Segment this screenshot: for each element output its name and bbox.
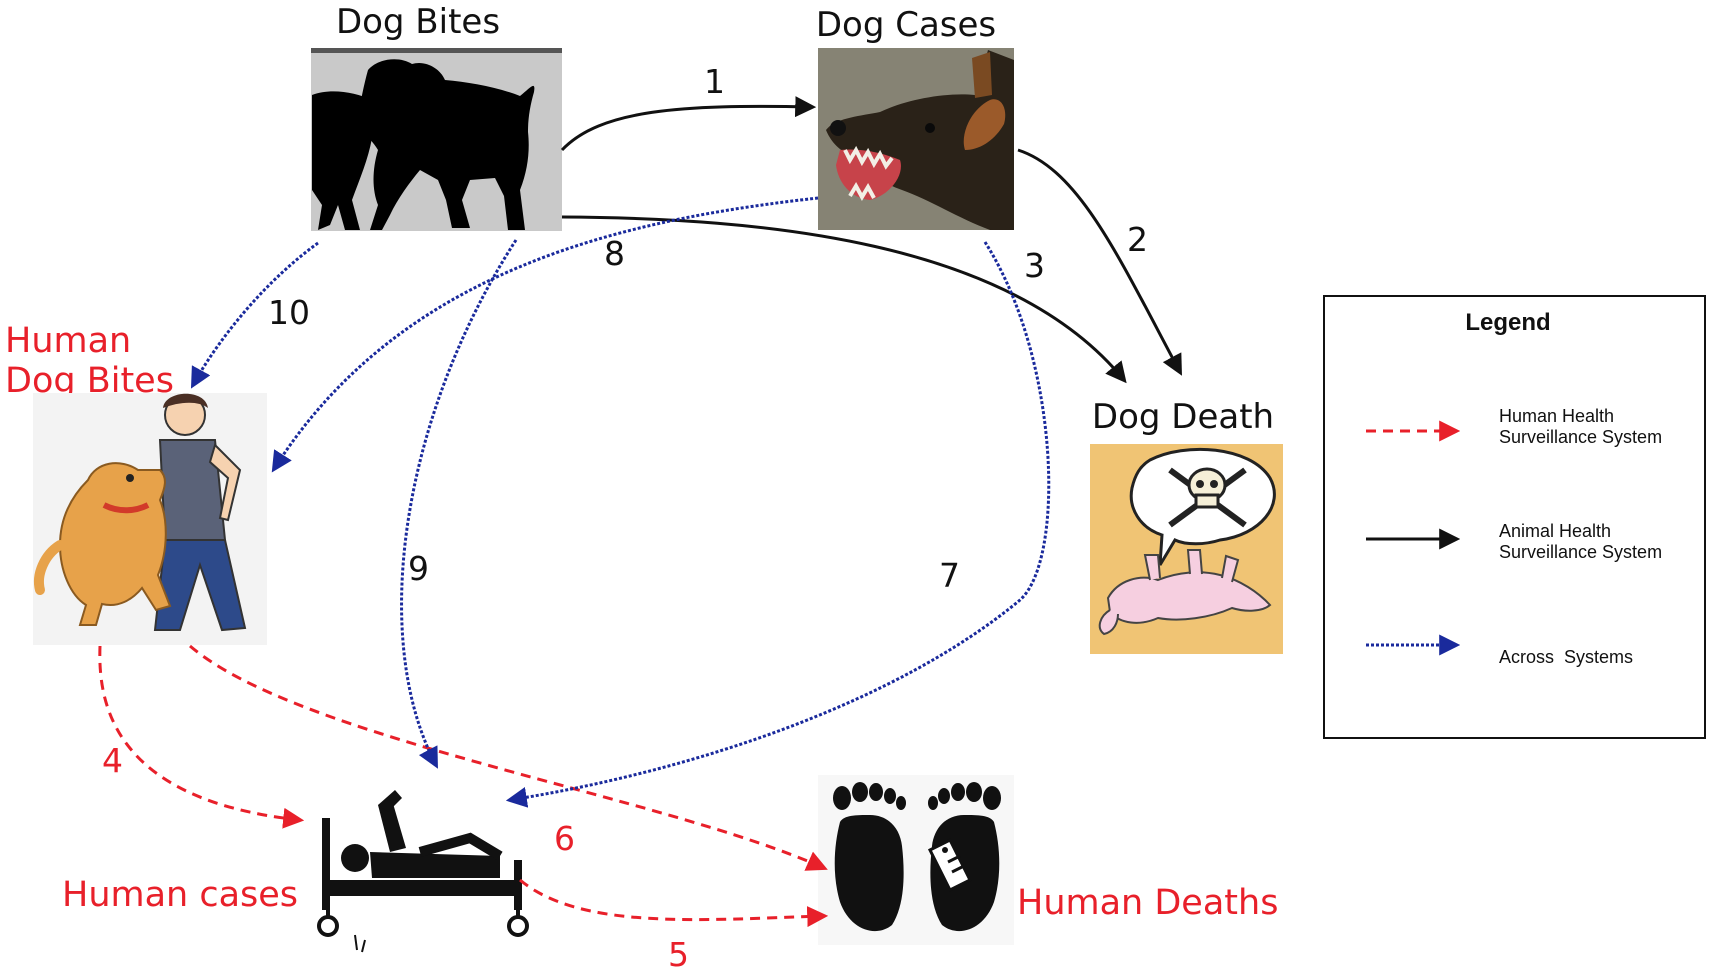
legend-human-label-line2: Surveillance System [1499, 427, 1662, 447]
dog-bites-label: Dog Bites [336, 2, 500, 42]
edge-6-arrow [189, 644, 828, 871]
edge-7-arrow [505, 241, 1051, 808]
legend: Legend Human Health Surveillance System … [1323, 295, 1706, 739]
human-cases-image [317, 783, 530, 953]
edge-5-label: 5 [668, 935, 689, 974]
edge-2-label: 2 [1127, 220, 1148, 259]
edge-3-label: 3 [1024, 246, 1045, 285]
legend-title: Legend [1465, 309, 1550, 336]
human-deaths-label: Human Deaths [1017, 883, 1278, 923]
edge-10-arrow [190, 241, 319, 389]
human-deaths-image [818, 775, 1014, 945]
edge-4-label: 4 [102, 741, 123, 780]
legend-animal-label-line1: Animal Health [1499, 521, 1611, 541]
edge-5-arrow [519, 878, 829, 928]
edge-9-label: 9 [408, 549, 429, 588]
edge-8-label: 8 [604, 234, 625, 273]
edge-2-arrow [1017, 148, 1182, 376]
dog-cases-image [818, 48, 1014, 230]
human-cases-label: Human cases [62, 875, 298, 915]
edge-10-label: 10 [268, 293, 310, 332]
edge-9-arrow [400, 239, 518, 769]
legend-human-label-line1: Human Health [1499, 406, 1614, 426]
legend-box [1323, 295, 1706, 739]
dog-bites-image [311, 48, 562, 231]
human-dog-bites-label-line1: Human [5, 321, 131, 361]
edge-1-arrow [560, 96, 817, 152]
edge-6-label: 6 [554, 819, 575, 858]
dog-death-image [1090, 444, 1283, 654]
edge-3-arrow [561, 215, 1127, 384]
edge-4-arrow [98, 645, 305, 829]
edge-8-arrow [271, 196, 819, 473]
edge-7-label: 7 [939, 556, 960, 595]
human-dog-bites-image [33, 393, 267, 645]
edge-1-label: 1 [704, 62, 725, 101]
legend-animal-label-line2: Surveillance System [1499, 542, 1662, 562]
legend-across-label: Across Systems [1499, 647, 1633, 667]
dog-cases-label: Dog Cases [816, 5, 996, 45]
dog-death-label: Dog Death [1092, 397, 1274, 437]
